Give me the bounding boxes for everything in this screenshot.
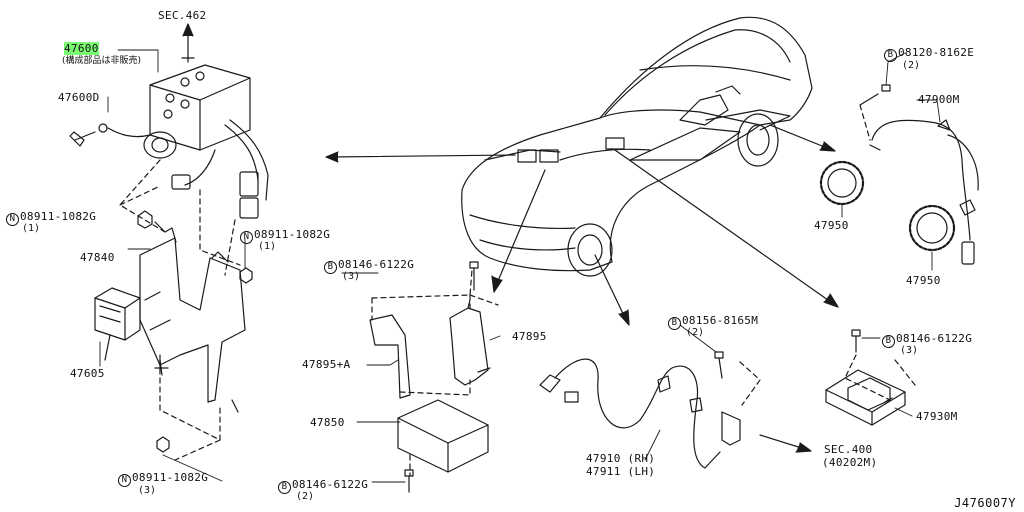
yaw-sensor-47930m xyxy=(825,369,906,426)
car-illustration xyxy=(461,16,813,277)
abs-actuator xyxy=(69,47,269,219)
part-number: 08146-6122G xyxy=(896,332,973,345)
label-47600: 47600 xyxy=(64,42,99,55)
arrows xyxy=(182,23,839,453)
dashed-guides-left xyxy=(119,159,241,461)
bolt-icons xyxy=(159,84,891,493)
label-47600-text: 47600 xyxy=(64,42,99,55)
label-nut-08911-a-qty: (1) xyxy=(22,223,41,234)
label-47950-a: 47950 xyxy=(814,219,849,232)
label-47910: 47910 (RH) xyxy=(586,452,656,465)
label-47600-note: (構成部品は非販売) xyxy=(62,56,142,66)
bolt-symbol: B xyxy=(324,261,337,274)
part-number: 08146-6122G xyxy=(338,258,415,271)
label-sec400: SEC.400 xyxy=(824,443,873,456)
label-bolt-08146-b-qty: (2) xyxy=(296,491,315,502)
part-number: 08120-8162E xyxy=(898,46,975,59)
label-sec400-ref: (40202M) xyxy=(822,456,878,469)
bracket-47840 xyxy=(139,227,246,403)
nut-symbol: N xyxy=(6,213,19,226)
sensor-harness-47900m xyxy=(869,119,979,265)
label-bolt-08146-c-qty: (3) xyxy=(900,345,919,356)
nut-symbol: N xyxy=(118,474,131,487)
bracket-47895a xyxy=(369,314,411,399)
part-number: 08911-1082G xyxy=(20,210,97,223)
label-47930m: 47930M xyxy=(916,410,958,423)
label-47911: 47911 (LH) xyxy=(586,465,656,478)
rotor-47950 xyxy=(819,160,956,252)
control-unit-47850 xyxy=(397,399,489,473)
part-number: 08146-6122G xyxy=(292,478,369,491)
label-nut-08911-b-qty: (1) xyxy=(258,241,277,252)
label-47895a: 47895+A xyxy=(302,358,351,371)
label-47900m: 47900M xyxy=(918,93,960,106)
leader-lines xyxy=(99,49,941,483)
part-number: 08911-1082G xyxy=(254,228,331,241)
bolt-symbol: B xyxy=(882,335,895,348)
dashed-guides-right xyxy=(844,104,916,401)
module-47605 xyxy=(94,287,141,361)
wheel-sensor-harness xyxy=(539,358,741,469)
label-bolt-08120-qty: (2) xyxy=(902,60,921,71)
dashed-guides-center xyxy=(371,269,499,476)
bolt-symbol: B xyxy=(278,481,291,494)
label-47600d: 47600D xyxy=(58,91,100,104)
bolt-symbol: B xyxy=(884,49,897,62)
label-47850: 47850 xyxy=(310,416,345,429)
label-sec462: SEC.462 xyxy=(158,9,207,22)
part-number: 08156-8165M xyxy=(682,314,759,327)
label-47605: 47605 xyxy=(70,367,105,380)
label-47950-b: 47950 xyxy=(906,274,941,287)
bracket-47895 xyxy=(449,299,491,386)
nut-symbol: N xyxy=(240,231,253,244)
label-bolt-08156-qty: (2) xyxy=(686,327,705,338)
bolt-symbol: B xyxy=(668,317,681,330)
label-47840: 47840 xyxy=(80,251,115,264)
label-nut-08911-c-qty: (3) xyxy=(138,485,157,496)
nut-icons xyxy=(137,210,253,453)
part-number: 08911-1082G xyxy=(132,471,209,484)
dashed-guides-sensor xyxy=(739,361,761,406)
label-47895: 47895 xyxy=(512,330,547,343)
label-bolt-08146-a-qty: (3) xyxy=(342,271,361,282)
diagram-reference: J476007Y xyxy=(954,496,1016,510)
